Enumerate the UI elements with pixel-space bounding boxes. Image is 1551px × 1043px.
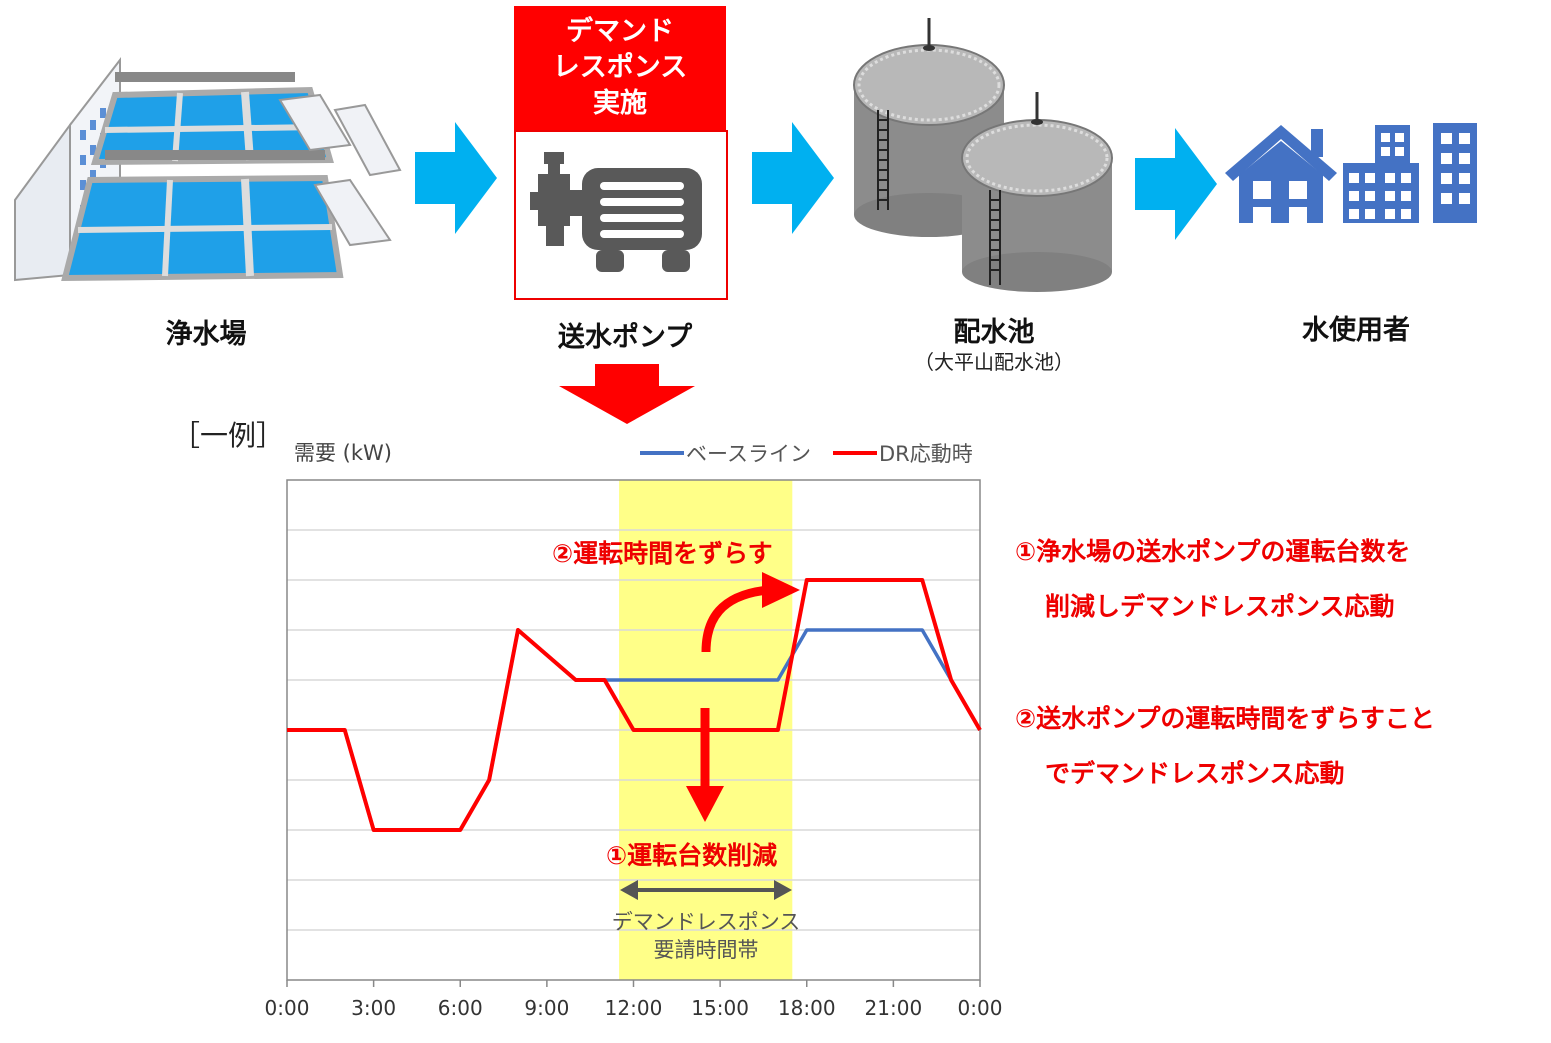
note-1-line-2: 削減しデマンドレスポンス応動: [1045, 592, 1395, 621]
reduce-annotation: ①運転台数削減: [606, 841, 778, 870]
x-tick-label: 3:00: [351, 996, 397, 1020]
water-plant-illustration: [14, 57, 402, 282]
legend-label-baseline: ベースライン: [686, 442, 811, 466]
plant-label: 浄水場: [165, 319, 247, 350]
x-tick-label: 9:00: [524, 996, 570, 1020]
example-label: ［一例］: [172, 419, 285, 452]
x-tick-label: 18:00: [777, 996, 836, 1020]
pump-label: 送水ポンプ: [557, 322, 693, 353]
note-2-line-1: ②送水ポンプの運転時間をずらすこと: [1015, 704, 1435, 733]
flow-arrow-2: [752, 122, 834, 234]
shift-annotation: ②運転時間をずらす: [552, 539, 773, 568]
dr-window-label: デマンドレスポンス 要請時間帯: [600, 908, 812, 964]
x-tick-label: 0:00: [264, 996, 310, 1020]
dr-banner-line-3: 実施: [593, 88, 647, 119]
legend-swatch-baseline: [640, 451, 684, 455]
x-tick-label: 15:00: [691, 996, 749, 1020]
house-and-buildings-icon: [1225, 123, 1477, 223]
pump-box: [514, 130, 728, 300]
shift-arrowhead: [762, 572, 800, 608]
reservoir-label: 配水池: [953, 317, 1035, 348]
dr-window-label-line-2: 要請時間帯: [653, 938, 759, 962]
reduce-arrowhead: [686, 786, 724, 822]
dr-implementation-banner: デマンド レスポンス 実施: [514, 6, 726, 130]
series-line-dr: [287, 578, 982, 832]
dr-window-arrow-right: [774, 880, 792, 900]
x-tick-label: 0:00: [957, 996, 1003, 1020]
shift-arrow: [701, 585, 769, 653]
x-tick-label: 12:00: [604, 996, 663, 1020]
dr-banner-line-1: デマンド: [566, 16, 674, 47]
dr-window-arrow-left: [620, 880, 638, 900]
note-1-line-1: ①浄水場の送水ポンプの運転台数を: [1015, 537, 1411, 566]
legend: ベースライン DR応動時: [640, 440, 973, 466]
legend-label-dr: DR応動時: [878, 442, 973, 466]
users-label: 水使用者: [1302, 315, 1410, 346]
flow-arrow-3: [1135, 128, 1217, 240]
x-tick-label: 21:00: [864, 996, 923, 1020]
pump-icon: [530, 152, 702, 272]
dr-window-label-line-1: デマンドレスポンス: [611, 910, 801, 934]
reservoir-sublabel: （大平山配水池）: [914, 350, 1074, 374]
big-down-arrow: [559, 364, 695, 424]
note-2-line-2: でデマンドレスポンス応動: [1045, 759, 1345, 788]
x-tick-label: 6:00: [437, 996, 483, 1020]
legend-swatch-dr: [832, 451, 877, 455]
flow-arrow-1: [415, 122, 497, 234]
dr-banner-line-2: レスポンス: [552, 52, 688, 83]
reservoir-tanks-illustration: [853, 18, 1113, 292]
y-axis-label: 需要 (kW): [294, 441, 392, 465]
